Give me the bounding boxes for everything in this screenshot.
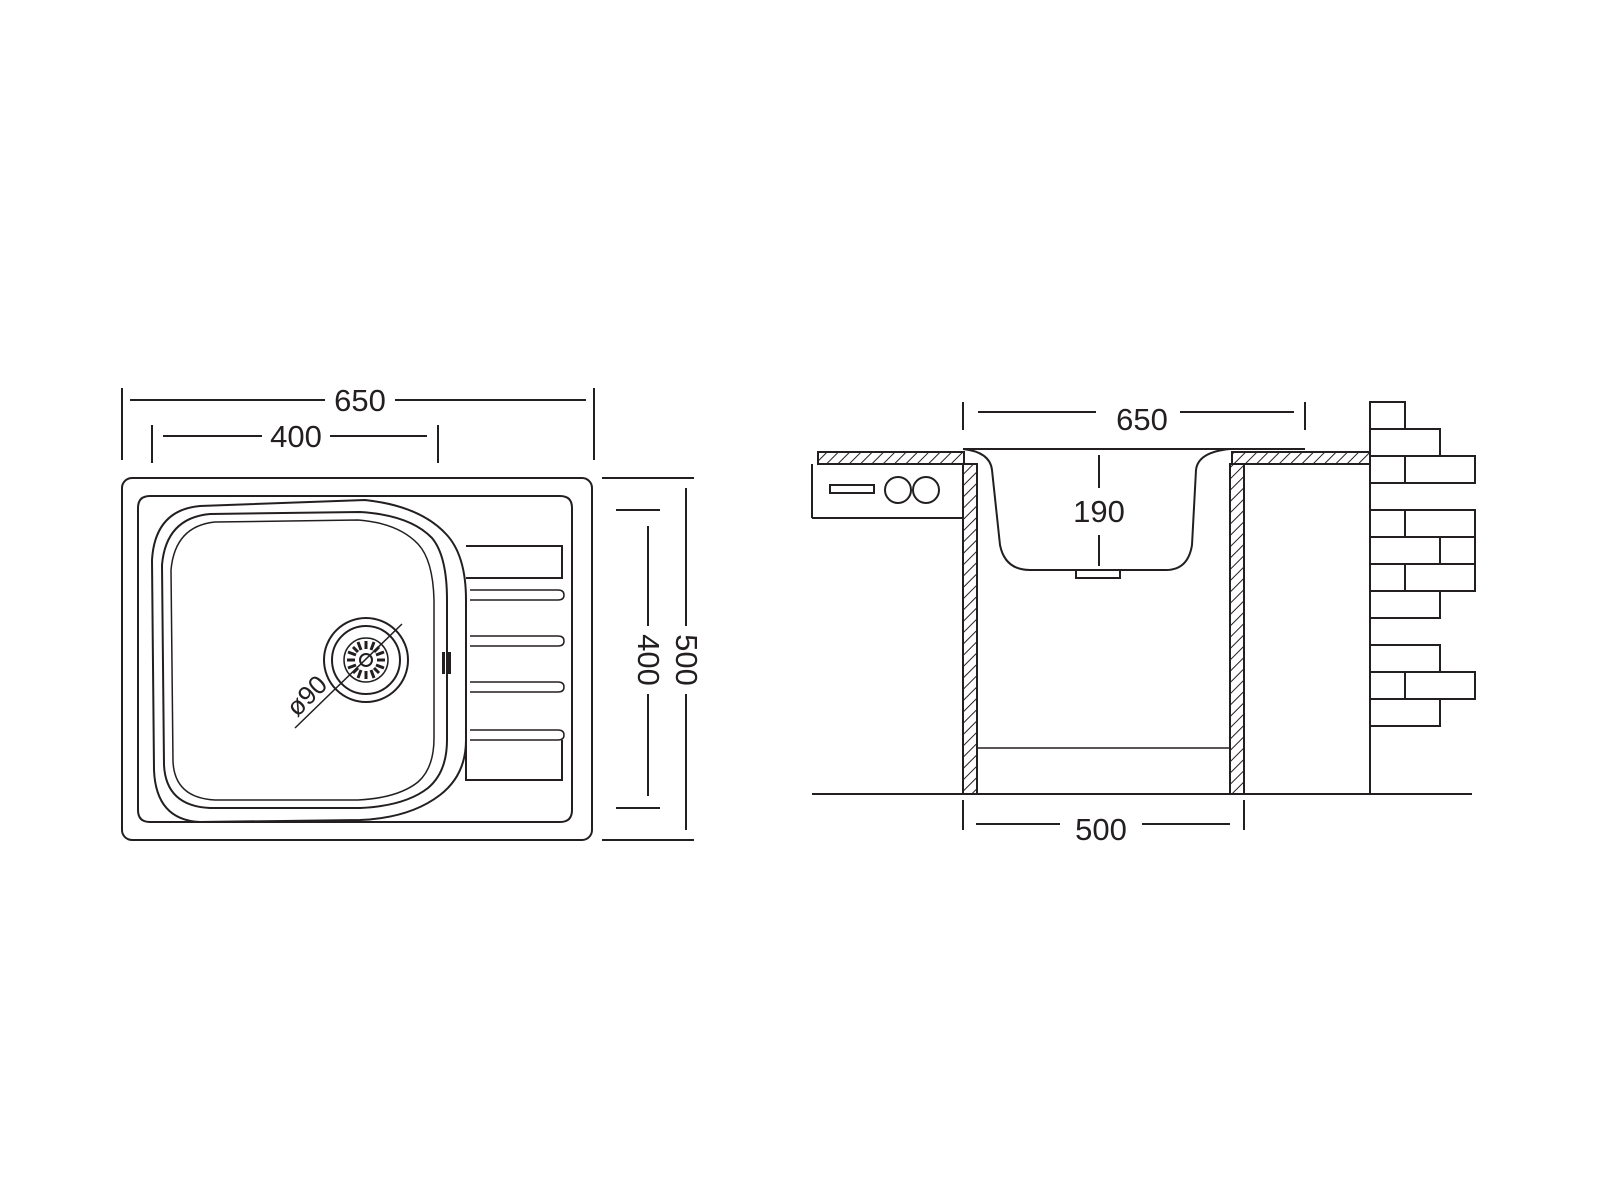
countertop xyxy=(817,448,1371,465)
dimension-overall-depth: 500 xyxy=(602,477,704,841)
overflow-slot xyxy=(442,652,451,674)
drainboard-ribs xyxy=(465,545,565,781)
dimension-bowl-depth: 400 xyxy=(616,509,666,809)
drain-outlet xyxy=(1075,569,1121,579)
sink-inner-deck xyxy=(137,495,573,823)
knob-icon xyxy=(912,476,940,504)
dimension-overall-width-side: 650 xyxy=(962,402,1306,437)
side-view: 650 xyxy=(811,401,1476,847)
dimension-bowl-width-top: 400 xyxy=(151,419,439,463)
dimension-overall-width-top: 650 xyxy=(121,383,595,460)
label-500-right: 500 xyxy=(669,634,704,686)
label-500-bottom: 500 xyxy=(1075,812,1127,847)
label-400-right: 400 xyxy=(631,634,666,686)
bowl-outer-contour xyxy=(150,498,467,824)
label-190: 190 xyxy=(1073,494,1125,529)
label-650-side: 650 xyxy=(1116,402,1168,437)
drain-strainer: ø90 xyxy=(280,617,409,729)
top-view: 650 400 xyxy=(121,383,704,841)
label-drain-diameter: ø90 xyxy=(280,669,333,722)
cabinet-panels xyxy=(962,463,1245,795)
appliance-left xyxy=(811,464,963,519)
sink-bowl-profile xyxy=(962,448,1231,579)
label-650-top: 650 xyxy=(334,383,386,418)
dimension-bowl-height: 190 xyxy=(1073,455,1125,566)
knob-icon xyxy=(884,476,912,504)
sink-outer-rim xyxy=(121,477,593,841)
bowl-basin-edge xyxy=(170,519,435,801)
brick-wall xyxy=(1369,401,1476,794)
dimension-cabinet-width: 500 xyxy=(962,800,1245,847)
label-400-top: 400 xyxy=(270,419,322,454)
bowl-inner-contour xyxy=(160,510,448,809)
